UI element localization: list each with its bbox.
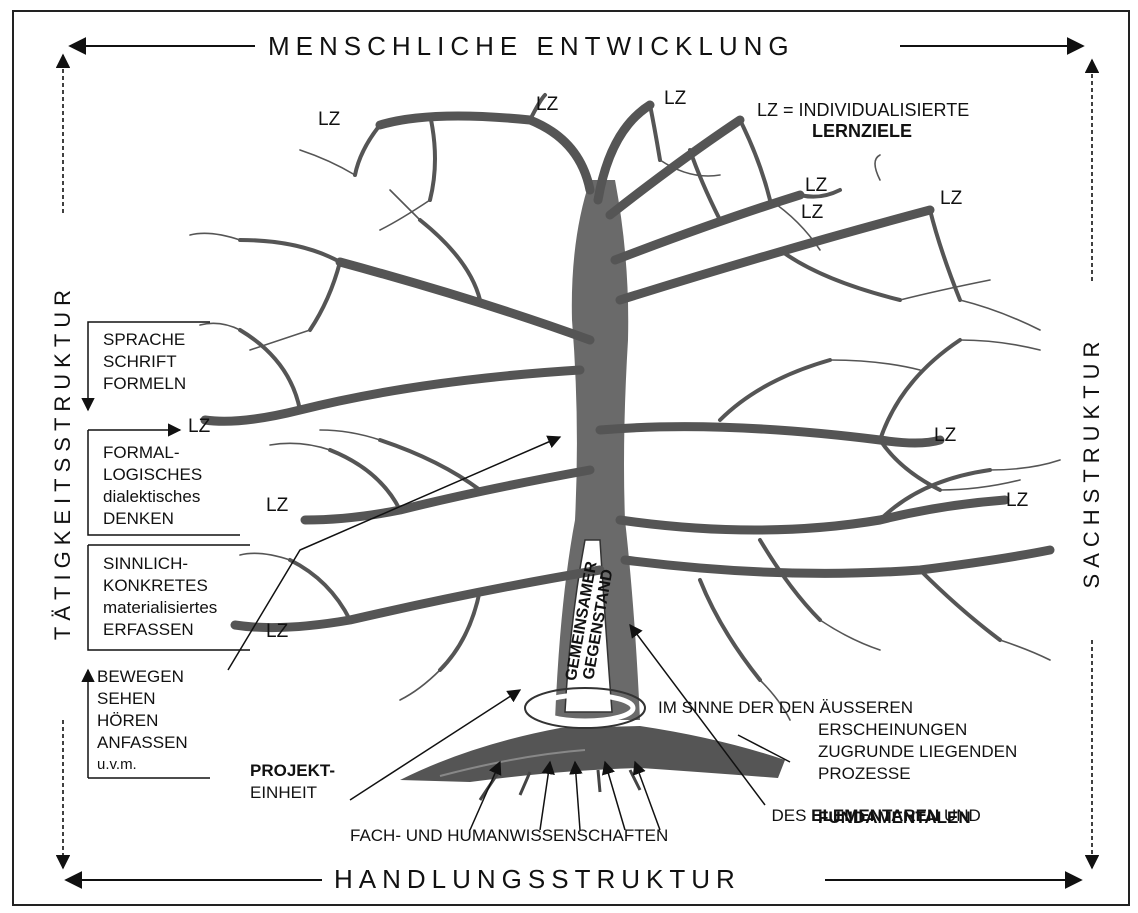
bottom-title: HANDLUNGSSTRUKTUR — [328, 866, 747, 892]
level-formal-4: DENKEN — [103, 509, 174, 529]
level-formal-2: LOGISCHES — [103, 465, 202, 485]
level-bewegen-2: SEHEN — [97, 689, 156, 709]
lz-label: LZ — [805, 176, 827, 195]
lz-label: LZ — [266, 622, 288, 641]
sinne-line-1: IM SINNE DER DEN ÄUSSEREN — [658, 698, 913, 718]
legend-line-2: LERNZIELE — [812, 121, 912, 141]
roots-caption: FACH- UND HUMANWISSENSCHAFTEN — [350, 826, 668, 846]
sinne-line-3: ZUGRUNDE LIEGENDEN — [818, 742, 1017, 762]
level-sprache-3: FORMELN — [103, 374, 186, 394]
sinne-line-2: ERSCHEINUNGEN — [818, 720, 967, 740]
level-bewegen-1: BEWEGEN — [97, 667, 184, 687]
lz-label: LZ — [940, 189, 962, 208]
left-title: TÄTIGKEITSSTRUKTUR — [52, 278, 74, 646]
top-title: MENSCHLICHE ENTWICKLUNG — [262, 33, 801, 59]
lz-label: LZ — [801, 203, 823, 222]
level-bewegen-4: ANFASSEN — [97, 733, 188, 753]
level-sinnlich-3: materialisiertes — [103, 598, 217, 618]
level-sinnlich-1: SINNLICH- — [103, 554, 188, 574]
level-sprache-1: SPRACHE — [103, 330, 185, 350]
lz-label: LZ — [266, 496, 288, 515]
lz-label: LZ — [318, 110, 340, 129]
projekt-label-1: PROJEKT- — [250, 761, 335, 781]
level-bewegen-3: HÖREN — [97, 711, 158, 731]
lz-label: LZ — [536, 95, 558, 114]
sinne-line-5-prefix: DES — [771, 806, 811, 825]
level-sinnlich-2: KONKRETES — [103, 576, 208, 596]
sinne-line-6: FUNDAMENTALEN — [818, 808, 971, 828]
level-formal-3: dialektisches — [103, 487, 200, 507]
root-mound — [400, 726, 785, 800]
lz-label: LZ — [664, 89, 686, 108]
lz-label: LZ — [1006, 491, 1028, 510]
level-sprache-2: SCHRIFT — [103, 352, 177, 372]
lz-label: LZ — [934, 426, 956, 445]
projekt-label-2: EINHEIT — [250, 783, 317, 803]
legend-line-1: LZ = INDIVIDUALISIERTE — [757, 100, 969, 120]
level-sinnlich-4: ERFASSEN — [103, 620, 194, 640]
right-title: SACHSTRUKTUR — [1081, 330, 1103, 595]
sinne-line-4: PROZESSE — [818, 764, 911, 784]
lz-label: LZ — [188, 417, 210, 436]
level-formal-1: FORMAL- — [103, 443, 180, 463]
level-bewegen-5: u.v.m. — [97, 755, 137, 775]
